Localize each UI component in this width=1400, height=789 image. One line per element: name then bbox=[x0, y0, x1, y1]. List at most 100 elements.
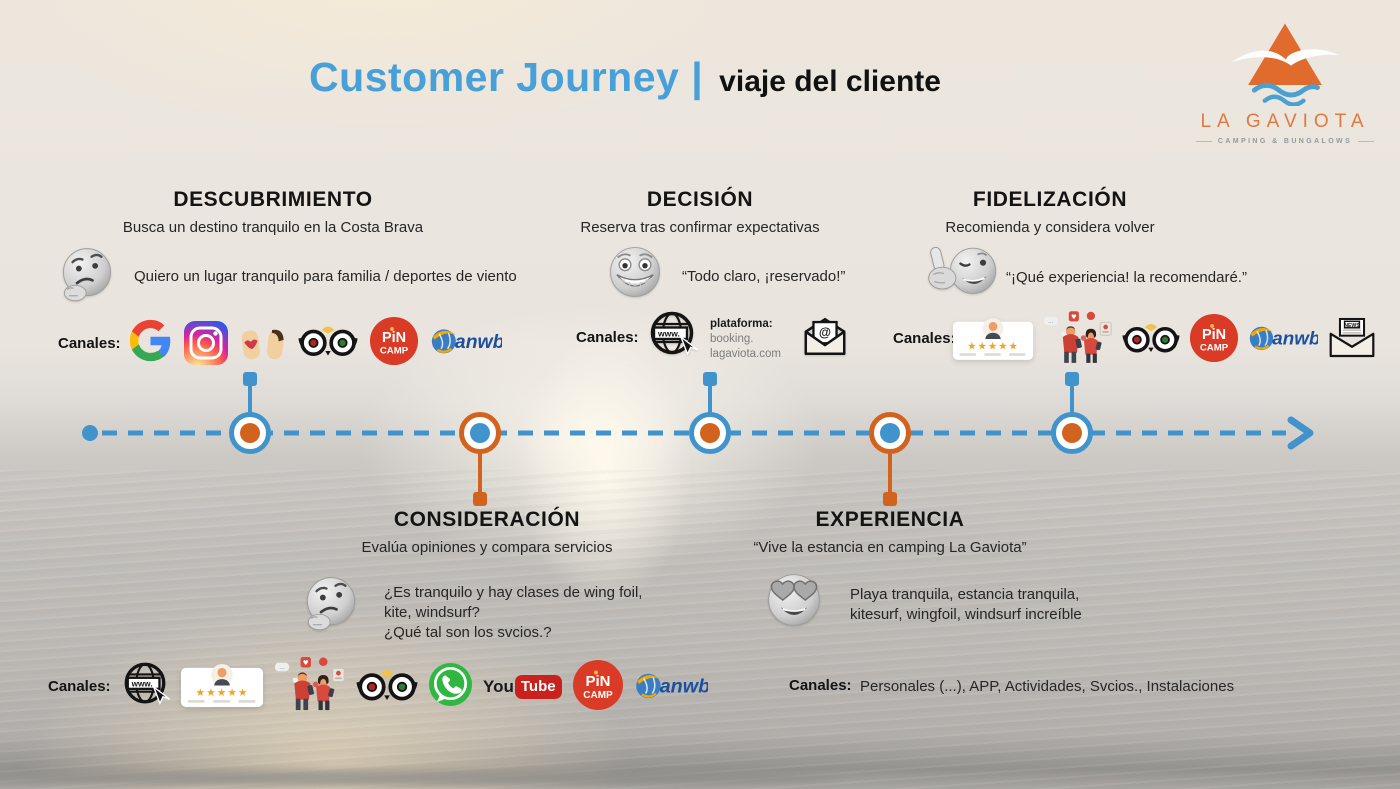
svg-text:@: @ bbox=[819, 326, 831, 340]
svg-text:★★★★★: ★★★★★ bbox=[967, 340, 1019, 352]
logo-tagline: CAMPING & BUNGALOWS bbox=[1217, 138, 1353, 145]
marker-square-consideracion bbox=[473, 492, 487, 506]
stage-consideracion: CONSIDERACIÓN Evalúa opiniones y compara… bbox=[317, 508, 657, 556]
platform-line1: booking. bbox=[710, 333, 754, 345]
pincamp-icon: PiN CAMP bbox=[1189, 313, 1239, 368]
tripadvisor-icon bbox=[1122, 319, 1180, 362]
journey-timeline bbox=[82, 416, 1314, 450]
platform-label: plataforma: bbox=[710, 318, 773, 330]
svg-text:anwb: anwb bbox=[455, 331, 502, 353]
la-gaviota-logo-icon bbox=[1231, 23, 1339, 107]
stage-fidelizacion-title: FIDELIZACIÓN bbox=[972, 188, 1128, 211]
svg-text:★★★★★: ★★★★★ bbox=[196, 686, 249, 699]
svg-text:anwb: anwb bbox=[1272, 328, 1318, 349]
www-web-icon: www. bbox=[122, 661, 171, 714]
thinking-face-emoji bbox=[302, 574, 360, 637]
svg-text:www.: www. bbox=[131, 679, 153, 688]
page-title-english: Customer Journey | bbox=[309, 54, 704, 100]
timeline-node-consideracion bbox=[459, 412, 501, 454]
svg-text:www.: www. bbox=[657, 329, 680, 339]
timeline-node-descubrimiento bbox=[229, 412, 271, 454]
channels-label-experiencia: Canales: bbox=[789, 677, 852, 694]
marker-square-fidelizacion bbox=[1065, 372, 1079, 386]
stage-decision-subtitle: Reserva tras confirmar expectativas bbox=[580, 219, 820, 236]
booking-platform-text: plataforma: booking. lagaviota.com bbox=[710, 317, 781, 362]
svg-text:CAMP: CAMP bbox=[380, 345, 409, 356]
channels-label-fidelizacion: Canales: bbox=[893, 330, 956, 347]
timeline-arrow-icon bbox=[1287, 416, 1314, 450]
google-icon bbox=[128, 318, 173, 368]
heart-eyes-face-emoji bbox=[764, 570, 824, 635]
svg-text:PiN: PiN bbox=[1202, 326, 1226, 342]
svg-text:...: ... bbox=[279, 664, 285, 671]
stage-decision-quote: “Todo claro, ¡reservado!” bbox=[682, 268, 846, 285]
word-of-mouth-icon bbox=[239, 318, 287, 369]
stage-decision-title: DECISIÓN bbox=[646, 188, 754, 211]
channels-fidelizacion: ★★★★★ ... ♥ bbox=[952, 310, 1377, 370]
stage-descubrimiento: DESCUBRIMIENTO Busca un destino tranquil… bbox=[43, 188, 503, 236]
timeline-start-dot bbox=[82, 425, 98, 441]
svg-text:PiN: PiN bbox=[382, 329, 406, 345]
stage-decision: DECISIÓN Reserva tras confirmar expectat… bbox=[560, 188, 840, 236]
platform-line2: lagaviota.com bbox=[710, 348, 781, 360]
stage-descubrimiento-subtitle: Busca un destino tranquilo en la Costa B… bbox=[122, 219, 424, 236]
email-icon: @ bbox=[800, 315, 850, 363]
stem-descubrimiento bbox=[248, 386, 252, 414]
thinking-face-emoji bbox=[58, 245, 116, 308]
svg-text:anwb: anwb bbox=[659, 675, 707, 697]
social-media-people-icon: ... ♥ bbox=[1043, 310, 1113, 370]
stage-experiencia-title: EXPERIENCIA bbox=[815, 508, 965, 531]
timeline-node-decision bbox=[689, 412, 731, 454]
logo-name: LA GAVIOTA bbox=[1200, 111, 1370, 132]
thumbs-up-wink-emoji bbox=[926, 240, 1002, 303]
stem-fidelizacion bbox=[1070, 386, 1074, 414]
la-gaviota-logo: LA GAVIOTA CAMPING & BUNGALOWS bbox=[1196, 20, 1374, 145]
stem-experiencia bbox=[888, 452, 892, 494]
stage-consideracion-quote: ¿Es tranquilo y hay clases de wing foil,… bbox=[384, 584, 643, 641]
pincamp-icon: PiN CAMP bbox=[369, 316, 419, 371]
stage-consideracion-subtitle: Evalúa opiniones y compara servicios bbox=[361, 539, 613, 556]
stage-experiencia-quote: Playa tranquila, estancia tranquila, kit… bbox=[850, 586, 1082, 623]
youtube-icon: You Tube bbox=[483, 675, 562, 699]
svg-text:CAMP: CAMP bbox=[1200, 342, 1229, 353]
timeline-node-experiencia bbox=[869, 412, 911, 454]
stage-experiencia: EXPERIENCIA “Vive la estancia en camping… bbox=[715, 508, 1065, 556]
channels-consideracion: www. ★★★★★ ... ♥ bbox=[122, 657, 710, 717]
stem-decision bbox=[708, 386, 712, 414]
pincamp-icon: PiN CAMP bbox=[572, 659, 624, 716]
marker-square-descubrimiento bbox=[243, 372, 257, 386]
tripadvisor-icon bbox=[298, 321, 358, 366]
channels-descubrimiento: PiN CAMP anwb bbox=[128, 316, 505, 371]
social-media-people-icon: ... ♥ bbox=[274, 657, 346, 717]
svg-text:NEWS: NEWS bbox=[1344, 323, 1360, 329]
stem-consideracion bbox=[478, 452, 482, 494]
anwb-icon: anwb bbox=[430, 324, 505, 362]
stage-fidelizacion: FIDELIZACIÓN Recomienda y considera volv… bbox=[905, 188, 1195, 236]
stage-descubrimiento-quote: Quiero un lugar tranquilo para familia /… bbox=[134, 268, 517, 285]
whatsapp-icon bbox=[428, 662, 473, 712]
svg-text:PiN: PiN bbox=[585, 673, 610, 690]
channels-label-descubrimiento: Canales: bbox=[58, 335, 121, 352]
five-star-review-icon: ★★★★★ bbox=[180, 660, 264, 714]
marker-square-decision bbox=[703, 372, 717, 386]
page-title-spanish: viaje del cliente bbox=[719, 65, 941, 98]
page-title: Customer Journey | viaje del cliente bbox=[0, 54, 1250, 101]
stage-fidelizacion-subtitle: Recomienda y considera volver bbox=[945, 219, 1155, 236]
svg-text:...: ... bbox=[1048, 317, 1054, 324]
stage-descubrimiento-title: DESCUBRIMIENTO bbox=[173, 188, 373, 211]
anwb-icon: anwb bbox=[634, 669, 710, 706]
channels-label-decision: Canales: bbox=[576, 329, 639, 346]
stage-consideracion-title: CONSIDERACIÓN bbox=[393, 508, 581, 531]
svg-text:CAMP: CAMP bbox=[583, 690, 613, 701]
stage-experiencia-subtitle: “Vive la estancia en camping La Gaviota” bbox=[753, 539, 1027, 556]
marker-square-experiencia bbox=[883, 492, 897, 506]
shoreline bbox=[0, 770, 840, 786]
tripadvisor-icon bbox=[356, 665, 418, 710]
channels-experiencia-text: Personales (...), APP, Actividades, Svci… bbox=[860, 678, 1235, 695]
newsletter-icon: NEWS bbox=[1327, 316, 1377, 364]
stage-fidelizacion-quote: “¡Qué experiencia! la recomendaré.” bbox=[1006, 269, 1247, 286]
sea-texture bbox=[0, 470, 1400, 789]
anwb-icon: anwb bbox=[1248, 322, 1320, 358]
grinning-face-emoji bbox=[606, 243, 664, 306]
